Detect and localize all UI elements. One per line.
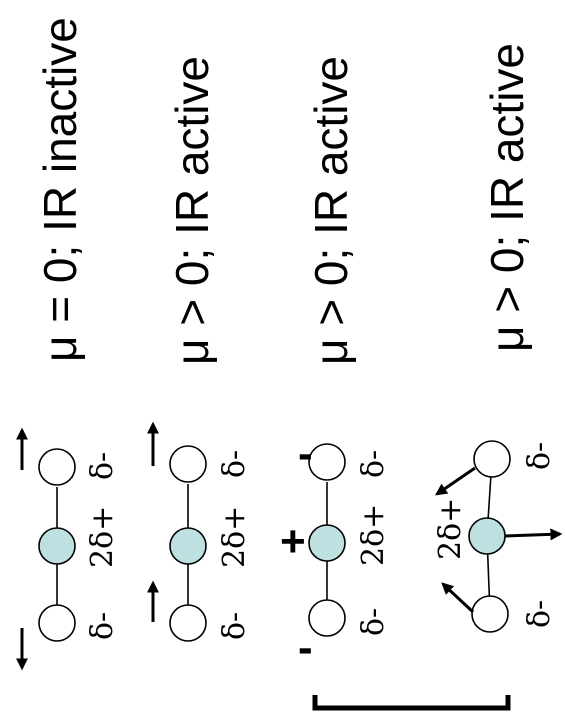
oxygen-atom-left <box>169 604 207 642</box>
oxygen-atom-right <box>473 440 511 478</box>
left-charge: δ- <box>85 612 120 640</box>
center-charge: 2δ+ <box>433 498 468 560</box>
mode-2-caption: μ > 0; IR active <box>166 56 218 365</box>
center-sign: + <box>280 517 306 566</box>
oxygen-atom-left <box>471 595 509 633</box>
oxygen-atom-right <box>169 445 207 483</box>
right-charge: δ- <box>85 452 120 480</box>
carbon-atom <box>169 527 207 565</box>
oxygen-atom-left <box>308 599 346 637</box>
left-charge: δ- <box>522 600 557 628</box>
right-charge: δ- <box>522 442 557 470</box>
oxygen-atom-right <box>38 448 76 486</box>
mode-1-caption: μ = 0; IR inactive <box>34 17 86 362</box>
mode-2-molecule: δ- 2δ+ δ- <box>147 421 252 642</box>
carbon-atom <box>308 524 346 562</box>
right-sign: - <box>298 429 313 478</box>
left-charge: δ- <box>217 612 252 640</box>
mode-3-caption: μ > 0; IR active <box>305 56 357 365</box>
center-charge: 2δ+ <box>356 504 391 566</box>
arrow-diagonal-icon <box>435 466 476 496</box>
left-sign: - <box>298 623 313 672</box>
mode-4-caption: μ > 0; IR active <box>481 43 533 352</box>
right-charge: δ- <box>217 450 252 478</box>
carbon-atom <box>38 527 76 565</box>
mode-4-molecule: δ- 2δ+ δ- <box>433 440 563 633</box>
oxygen-atom-left <box>38 604 76 642</box>
carbon-atom <box>468 517 506 555</box>
mode-3-molecule: - + - δ- 2δ+ δ- <box>280 429 391 672</box>
center-charge: 2δ+ <box>217 506 252 568</box>
left-charge: δ- <box>356 608 391 636</box>
bracket <box>312 695 511 711</box>
arrow-right-icon <box>504 528 563 541</box>
center-charge: 2δ+ <box>85 506 120 568</box>
right-charge: δ- <box>356 450 391 478</box>
arrow-diagonal-icon <box>441 582 475 614</box>
mode-1-molecule: δ- 2δ+ δ- <box>15 427 120 671</box>
oxygen-atom-right <box>308 443 346 481</box>
